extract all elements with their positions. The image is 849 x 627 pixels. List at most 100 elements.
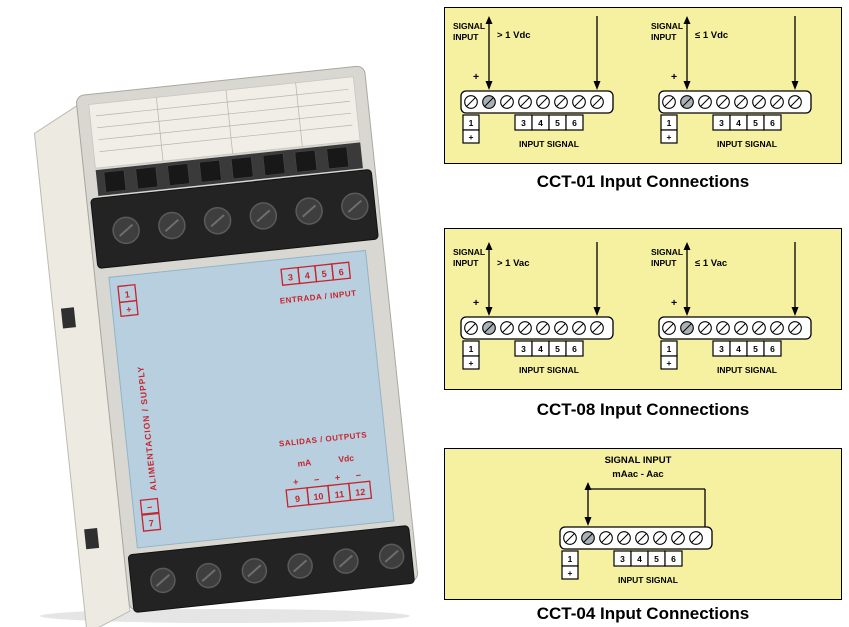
terminal-strip [460, 316, 614, 340]
terminal-number: 1 [568, 554, 573, 564]
wiring-diagram-cct01-gt: SIGNAL INPUT > 1 Vdc + [453, 16, 614, 149]
terminal-number: 4 [736, 344, 741, 354]
wiring-diagram-cct08-gt: SIGNAL INPUT > 1 Vac + [453, 242, 614, 375]
signal-label: SIGNAL [453, 21, 485, 31]
wire-arrows [683, 16, 799, 90]
polarity-plus: + [671, 71, 677, 83]
terminal-number-boxes: 1 + 3 4 5 6 [660, 114, 782, 144]
terminal-number-boxes: 1 + 3 4 5 6 [561, 550, 683, 580]
terminal-number: 4 [736, 118, 741, 128]
terminal-number: 3 [620, 554, 625, 564]
terminal-strip [658, 90, 812, 114]
input-signal-label: INPUT SIGNAL [618, 575, 678, 585]
output-sign: + [334, 472, 340, 482]
output-signs: + − + − [293, 470, 362, 487]
output-terminal-number: 11 [334, 489, 345, 500]
wiring-diagram-cct08-le: SIGNAL INPUT ≤ 1 Vac + [651, 242, 812, 375]
terminal-number: 6 [572, 344, 577, 354]
terminal-sign: + [568, 568, 573, 578]
terminal-number: 5 [555, 118, 560, 128]
terminal-number: 3 [719, 118, 724, 128]
module-shadow [40, 609, 410, 623]
input-terminal-number: 6 [338, 267, 344, 277]
input-terminal-number: 3 [287, 272, 293, 282]
wire-arrows [485, 242, 601, 316]
terminal-number: 1 [667, 118, 672, 128]
terminal-number: 3 [521, 344, 526, 354]
output-terminal-number: 10 [313, 491, 324, 502]
terminal-number: 6 [572, 118, 577, 128]
terminal-sign: + [667, 358, 672, 368]
top-terminal-block [90, 169, 379, 269]
condition-label: > 1 Vdc [497, 30, 531, 41]
signal-label: SIGNAL [453, 247, 485, 257]
wire-arrows [584, 482, 592, 526]
terminal-7-sign: − [147, 502, 153, 512]
terminal-number-boxes: 1 + 3 4 5 6 [462, 340, 584, 370]
wiring-diagram-cct04: SIGNAL INPUT mAac - Aac [559, 455, 713, 585]
side-vent [60, 307, 76, 329]
terminal-number: 6 [770, 118, 775, 128]
terminal-sign: + [667, 132, 672, 142]
input-signal-label: INPUT SIGNAL [519, 139, 579, 149]
terminal-number: 4 [538, 118, 543, 128]
condition-label: > 1 Vac [497, 258, 530, 269]
output-sign: + [293, 477, 299, 487]
terminal-number: 1 [469, 344, 474, 354]
terminal-number: 5 [753, 118, 758, 128]
input-terminal-boxes: 3 4 5 6 [280, 261, 352, 286]
terminal-number: 4 [637, 554, 642, 564]
input-label: INPUT [453, 258, 479, 268]
polarity-plus: + [671, 297, 677, 309]
caption-cct01: CCT-01 Input Connections [536, 172, 750, 191]
side-vent [84, 527, 100, 550]
terminal-7-label: 7 [148, 518, 154, 528]
din-rail-module: 1 + 3 4 5 6 ENTRADA / INPUT ALIMENTACION… [33, 65, 419, 627]
input-signal-label: INPUT SIGNAL [519, 365, 579, 375]
module-photo: 1 + 3 4 5 6 ENTRADA / INPUT ALIMENTACION… [33, 65, 419, 627]
terminal-strip [460, 90, 614, 114]
vdc-label: Vdc [338, 453, 355, 465]
signal-wires [686, 16, 796, 82]
condition-label: ≤ 1 Vdc [695, 30, 728, 41]
terminal-number: 3 [521, 118, 526, 128]
terminal-sign: + [469, 132, 474, 142]
output-sign: − [314, 475, 320, 485]
bottom-terminal-block [127, 525, 415, 613]
terminal-number: 3 [719, 344, 724, 354]
input-label: INPUT [453, 32, 479, 42]
input-label: INPUT [651, 32, 677, 42]
caption-cct04: CCT-04 Input Connections [536, 604, 750, 623]
caption-cct08: CCT-08 Input Connections [536, 400, 750, 419]
panel-cct01: SIGNAL INPUT > 1 Vdc + [444, 7, 842, 164]
terminal-1-sign: + [126, 304, 132, 314]
input-signal-label: INPUT SIGNAL [717, 365, 777, 375]
terminal-number: 1 [667, 344, 672, 354]
signal-wires [488, 242, 598, 308]
terminal-number-boxes: 1 + 3 4 5 6 [462, 114, 584, 144]
signal-wires [686, 242, 796, 308]
ma-label: mA [297, 457, 312, 468]
input-terminal-number: 5 [321, 269, 327, 279]
terminal-number-boxes: 1 + 3 4 5 6 [660, 340, 782, 370]
module-side-face [33, 104, 131, 627]
terminal-sign: + [469, 358, 474, 368]
input-label: INPUT [651, 258, 677, 268]
wire-arrows [485, 16, 601, 90]
signal-label: SIGNAL [651, 247, 683, 257]
polarity-plus: + [473, 71, 479, 83]
front-label: 1 + 3 4 5 6 ENTRADA / INPUT ALIMENTACION… [108, 249, 395, 549]
signal-wires [488, 16, 598, 82]
condition-label: ≤ 1 Vac [695, 258, 727, 269]
terminal-number: 4 [538, 344, 543, 354]
spec-sticker [88, 76, 361, 169]
output-terminal-boxes: 9 10 11 12 [285, 480, 373, 508]
terminal-number: 5 [753, 344, 758, 354]
input-terminal-number: 4 [304, 270, 310, 280]
wire-arrows [683, 242, 799, 316]
signal-wires [587, 488, 706, 527]
output-terminal-number: 9 [295, 494, 301, 504]
signal-label: SIGNAL [651, 21, 683, 31]
polarity-plus: + [473, 297, 479, 309]
